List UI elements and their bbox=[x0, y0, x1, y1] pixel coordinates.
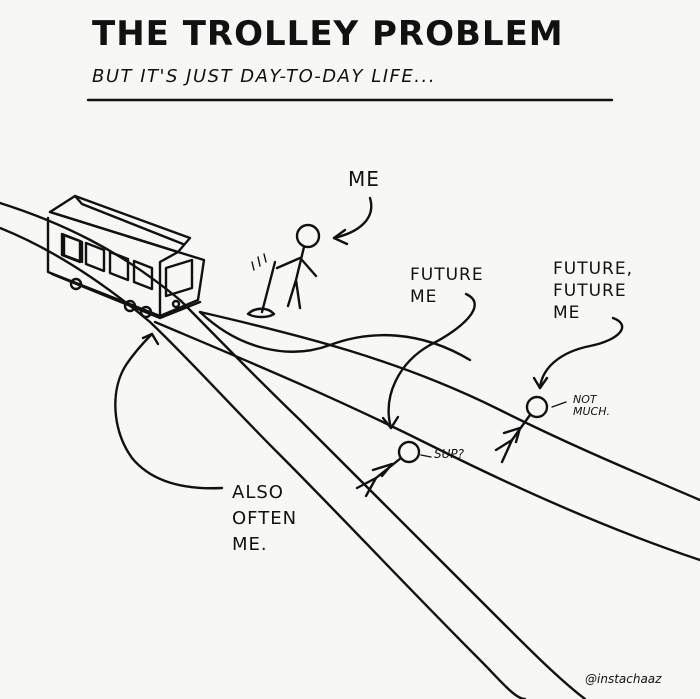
stick-figure-future-future-me-icon bbox=[494, 395, 549, 464]
arrow-icon bbox=[332, 196, 373, 246]
track-rail bbox=[198, 310, 700, 502]
trolley-icon bbox=[46, 194, 206, 320]
trolley-front bbox=[158, 250, 180, 318]
lever-base bbox=[246, 307, 276, 319]
trolley-wheel bbox=[139, 305, 153, 319]
lever-icon bbox=[246, 253, 277, 319]
speech-tick bbox=[551, 401, 567, 408]
stick-figure-me-icon bbox=[275, 223, 321, 310]
trolley-wheel bbox=[69, 277, 83, 291]
label-me: ME bbox=[348, 167, 380, 191]
label-future-future-me: FUTURE, FUTURE ME bbox=[553, 259, 634, 323]
lever-motion-lines bbox=[251, 253, 267, 271]
stick-figure-future-me-icon bbox=[355, 440, 421, 498]
label-future-me: FUTURE ME bbox=[410, 265, 484, 307]
trolley-headlight bbox=[171, 299, 181, 309]
arrow-icon bbox=[114, 332, 224, 490]
trolley-window bbox=[132, 259, 154, 291]
trolley-window bbox=[108, 250, 130, 282]
speech-sup: SUP? bbox=[434, 447, 465, 461]
artist-credit: @instachaaz bbox=[585, 672, 662, 686]
speech-tick bbox=[420, 454, 432, 458]
trolley-wheel bbox=[123, 299, 137, 313]
lever-stick bbox=[260, 260, 277, 314]
track-rail bbox=[0, 226, 527, 699]
track-switch-curve bbox=[198, 310, 472, 362]
trolley-window bbox=[60, 232, 82, 264]
trolley-base bbox=[50, 272, 202, 320]
track-rail bbox=[153, 320, 700, 562]
comic-subtitle: BUT IT'S JUST DAY-TO-DAY LIFE... bbox=[92, 66, 436, 87]
trolley-front-window bbox=[164, 258, 194, 298]
track-rail bbox=[0, 201, 587, 699]
arrow-icon bbox=[381, 292, 476, 430]
trolley-window bbox=[84, 241, 106, 273]
comic-title: THE TROLLEY PROBLEM bbox=[92, 14, 564, 54]
arrow-icon bbox=[532, 316, 624, 390]
trolley-roof-top bbox=[73, 194, 185, 246]
trolley-roof bbox=[48, 194, 192, 254]
label-also-often-me: ALSO OFTEN ME. bbox=[232, 482, 298, 555]
speech-not-much: NOT MUCH. bbox=[573, 393, 610, 418]
